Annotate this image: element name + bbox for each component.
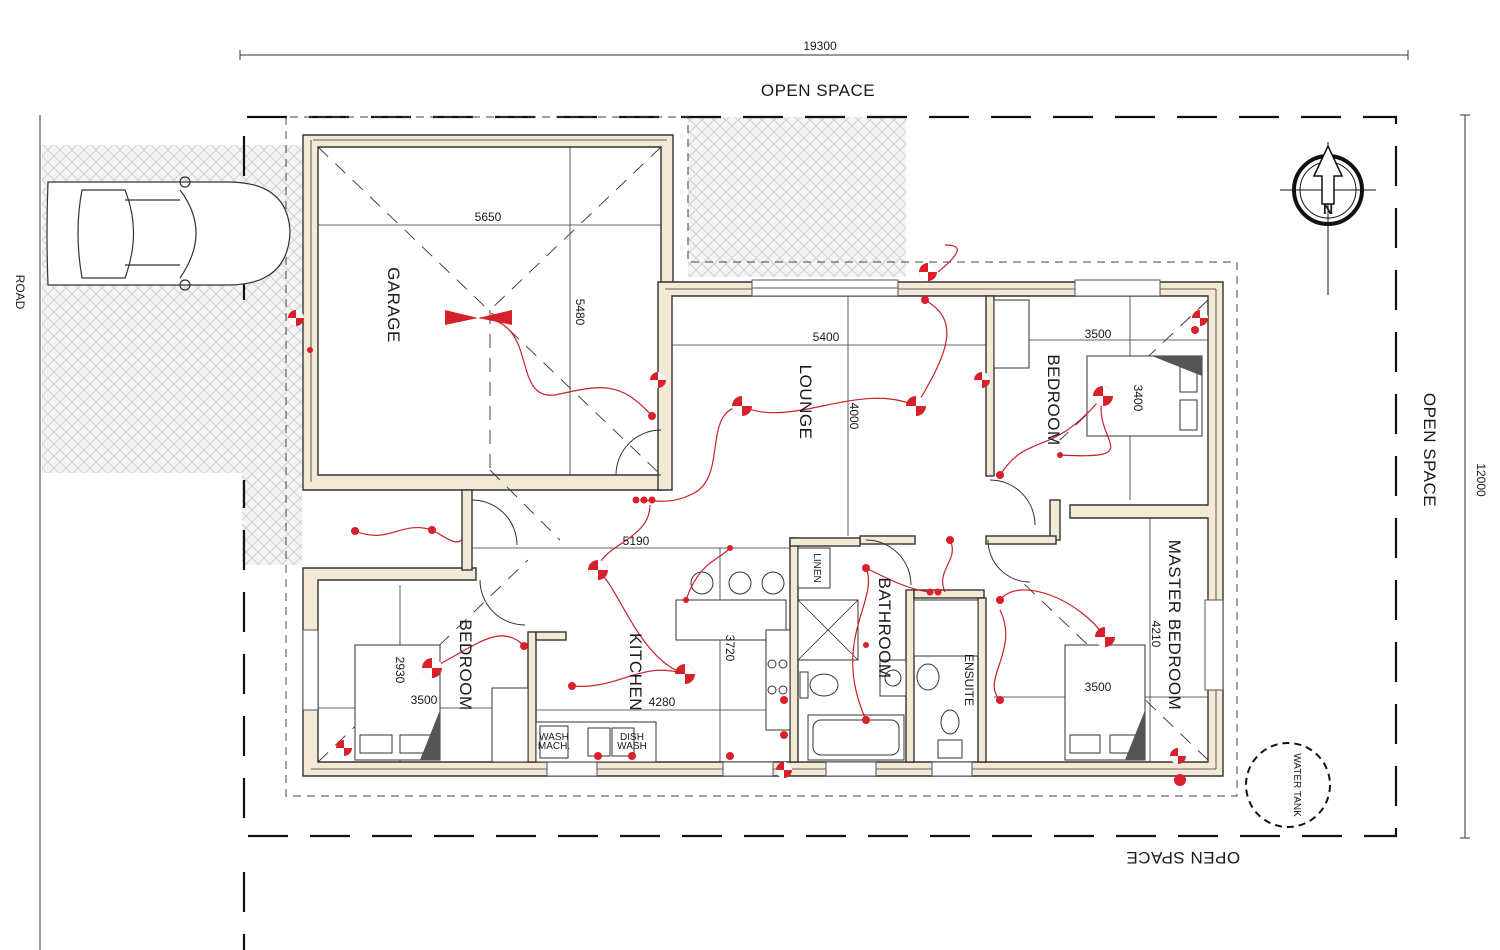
kitchen-depth-dim: 3720 [723,635,737,662]
garage-label: GARAGE [384,267,403,343]
road-label: ROAD [13,275,27,310]
bedroom-width-dim: 3500 [1085,327,1112,341]
open-space-top-label: OPEN SPACE [761,81,875,100]
hall-length-dim: 5190 [623,534,650,548]
overall-dimensions [239,50,1470,839]
open-space-right-label: OPEN SPACE [1420,393,1439,507]
doors [471,429,1036,626]
light-points [288,263,1208,786]
fixtures [354,299,1203,763]
kitchen-label: KITCHEN [626,633,645,711]
north-arrow-icon [1280,142,1376,295]
lounge-width-dim: 5400 [813,330,840,344]
windows [302,279,1224,777]
power-points [307,296,1199,760]
lounge-label: LOUNGE [796,365,815,440]
bedroom-depth-dim: 3400 [1131,385,1145,412]
water-tank-label: WATER TANK [1291,753,1302,817]
car-icon [46,176,291,291]
bedroom-2-label: BEDROOM [456,619,475,710]
kitchen-width-dim: 4280 [649,695,676,709]
linen-label: LINEN [811,553,822,582]
dimension-labels: 5650 5480 5400 4000 3500 3400 5190 3720 … [393,210,1163,709]
bathroom-label: BATHROOM [875,578,894,679]
garage-depth-dim: 5480 [573,299,587,326]
site-labels: 19300 12000 OPEN SPACE OPEN SPACE OPEN S… [13,39,1488,867]
bedroom-2-width-dim: 3500 [411,693,438,707]
master-bedroom-label: MASTER BEDROOM [1165,540,1184,710]
overall-depth-label: 12000 [1474,463,1488,497]
open-space-bottom-label: OPEN SPACE [1126,848,1240,867]
eaves-line [285,116,1238,797]
bedroom-2-depth-dim: 2930 [393,657,407,684]
north-label: N [1323,201,1333,217]
bedroom-label: BEDROOM [1044,354,1063,445]
master-width-dim: 3500 [1085,680,1112,694]
ensuite-label: ENSUITE [962,654,976,706]
room-labels: GARAGE LOUNGE BEDROOM BEDROOM KITCHEN BA… [384,267,1184,752]
lounge-depth-dim: 4000 [847,403,861,430]
garage-width-dim: 5650 [475,210,502,224]
overall-width-label: 19300 [803,39,837,53]
electrical-wiring [354,244,1112,721]
site-boundary [242,115,1398,950]
water-tank [1245,742,1331,828]
master-depth-dim: 4210 [1149,621,1163,648]
